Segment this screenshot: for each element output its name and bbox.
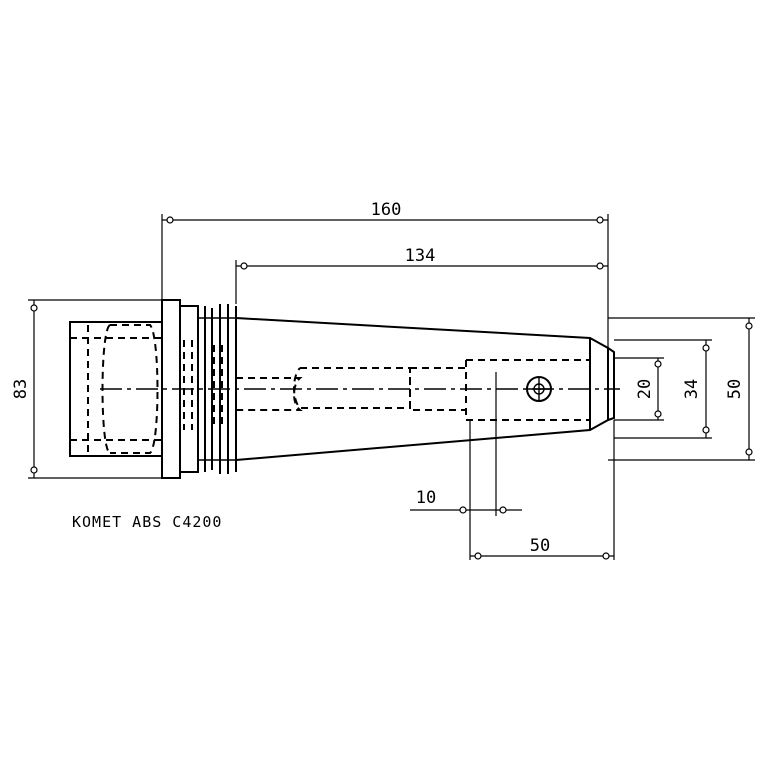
- dim-10: 10: [410, 372, 522, 560]
- dim-34: 34: [614, 339, 712, 439]
- dim-20: 20: [614, 357, 664, 421]
- dim-83-label: 83: [11, 379, 31, 399]
- dim-20-label: 20: [635, 379, 655, 399]
- dim-134-label: 134: [405, 246, 436, 266]
- dim-160-label: 160: [371, 200, 402, 220]
- cross-screw: [526, 376, 552, 402]
- dim-10-label: 10: [416, 488, 436, 508]
- dim-50-vertical-label: 50: [725, 379, 745, 399]
- dim-83: 83: [11, 299, 162, 479]
- dim-134: 134: [235, 246, 608, 304]
- tapered-shank: [235, 317, 615, 461]
- dim-50-horizontal-label: 50: [530, 536, 550, 556]
- dim-50-vertical: 50: [608, 317, 755, 461]
- dim-160: 160: [161, 200, 609, 348]
- part-caption: KOMET ABS C4200: [72, 513, 222, 531]
- dim-34-label: 34: [682, 379, 702, 399]
- flange-body: [69, 299, 237, 479]
- dim-50-horizontal: 50: [470, 420, 615, 560]
- hidden-bore: [100, 359, 620, 421]
